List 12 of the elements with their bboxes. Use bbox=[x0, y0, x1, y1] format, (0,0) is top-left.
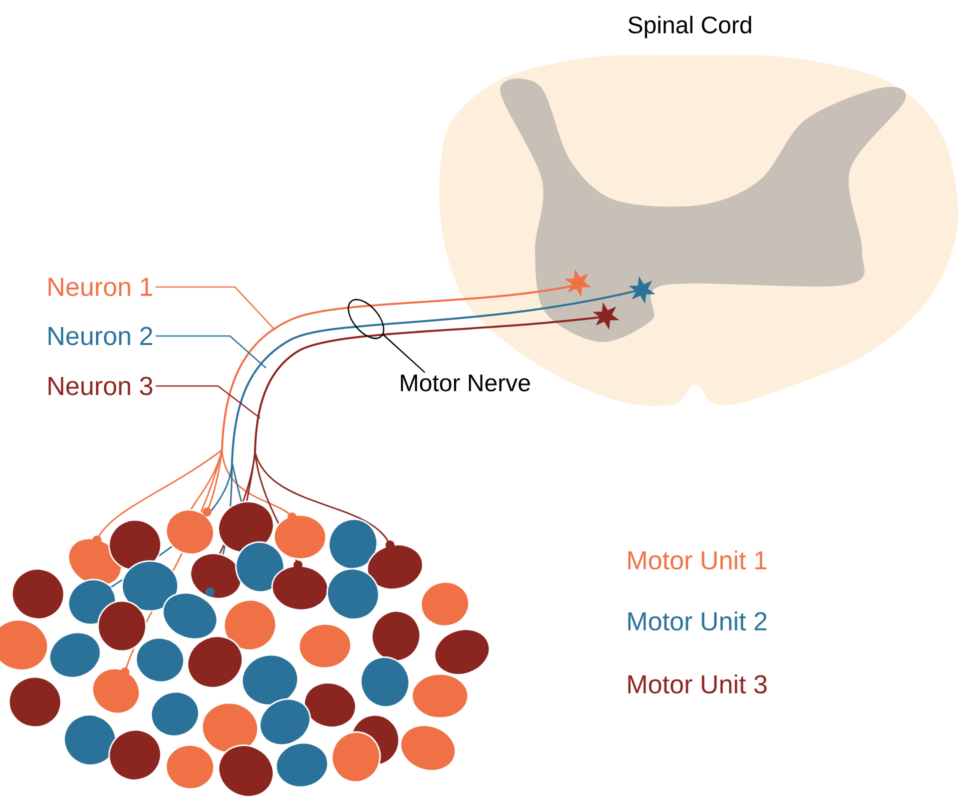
leader-line bbox=[156, 335, 266, 368]
structure-label: Spinal Cord bbox=[628, 16, 752, 38]
leader-line bbox=[156, 385, 260, 419]
neuron-label: Neuron 3 bbox=[48, 376, 152, 396]
motor-unit-label: Motor Unit 2 bbox=[628, 611, 766, 631]
leader-line bbox=[156, 286, 276, 330]
neuron-label: Neuron 1 bbox=[48, 278, 152, 296]
motor-unit-label: Motor Unit 3 bbox=[628, 674, 767, 694]
neuron-label: Neuron 2 bbox=[48, 326, 152, 346]
motor-unit-label: Motor Unit 1 bbox=[628, 550, 766, 570]
leader-line bbox=[382, 334, 426, 373]
nerve-label: Motor Nerve bbox=[400, 374, 530, 392]
